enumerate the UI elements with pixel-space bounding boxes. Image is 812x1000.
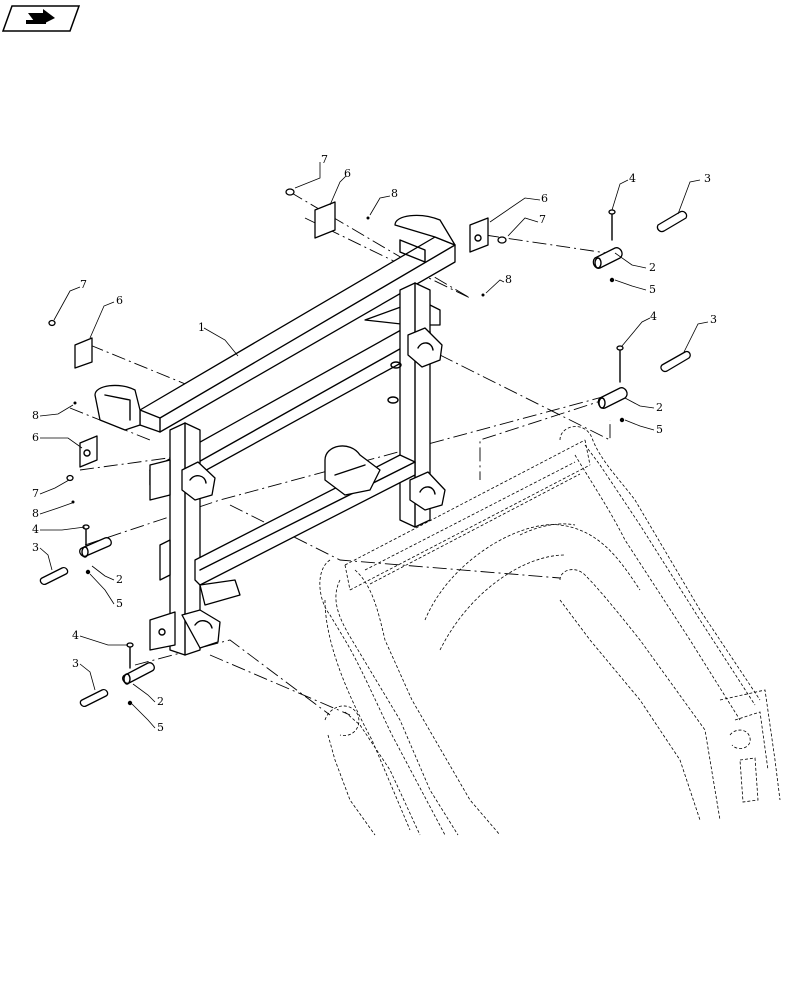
back-arrow-icon[interactable] [1,5,81,32]
callout-1: 1 [198,321,205,334]
callout-4: 4 [32,523,39,536]
callout-labels: 7 6 8 6 7 8 4 3 2 5 4 3 2 5 1 7 6 8 6 7 … [32,153,717,734]
callout-4: 4 [72,629,79,642]
hardware-left [39,319,155,708]
callout-3: 3 [72,657,79,670]
callout-6: 6 [344,167,351,180]
callout-8: 8 [391,187,398,200]
callout-2: 2 [656,401,663,414]
loader-arms-phantom [319,426,781,836]
callout-7: 7 [321,153,328,166]
leader-lines [39,162,709,729]
hardware-top-right [285,188,691,423]
callout-2: 2 [157,695,164,708]
callout-5: 5 [157,721,164,734]
callout-6: 6 [541,192,548,205]
callout-4: 4 [629,172,636,185]
callout-7: 7 [539,213,546,226]
callout-4: 4 [650,310,657,323]
callout-8: 8 [32,507,39,520]
callout-5: 5 [656,423,663,436]
callout-8: 8 [32,409,39,422]
callout-3: 3 [710,313,717,326]
callout-6: 6 [116,294,123,307]
callout-5: 5 [116,597,123,610]
callout-5: 5 [649,283,656,296]
callout-2: 2 [116,573,123,586]
callout-8: 8 [505,273,512,286]
callout-7: 7 [80,278,87,291]
quick-attach-frame [94,214,456,656]
callout-6: 6 [32,431,39,444]
callout-7: 7 [32,487,39,500]
callout-3: 3 [704,172,711,185]
callout-2: 2 [649,261,656,274]
callout-3: 3 [32,541,39,554]
